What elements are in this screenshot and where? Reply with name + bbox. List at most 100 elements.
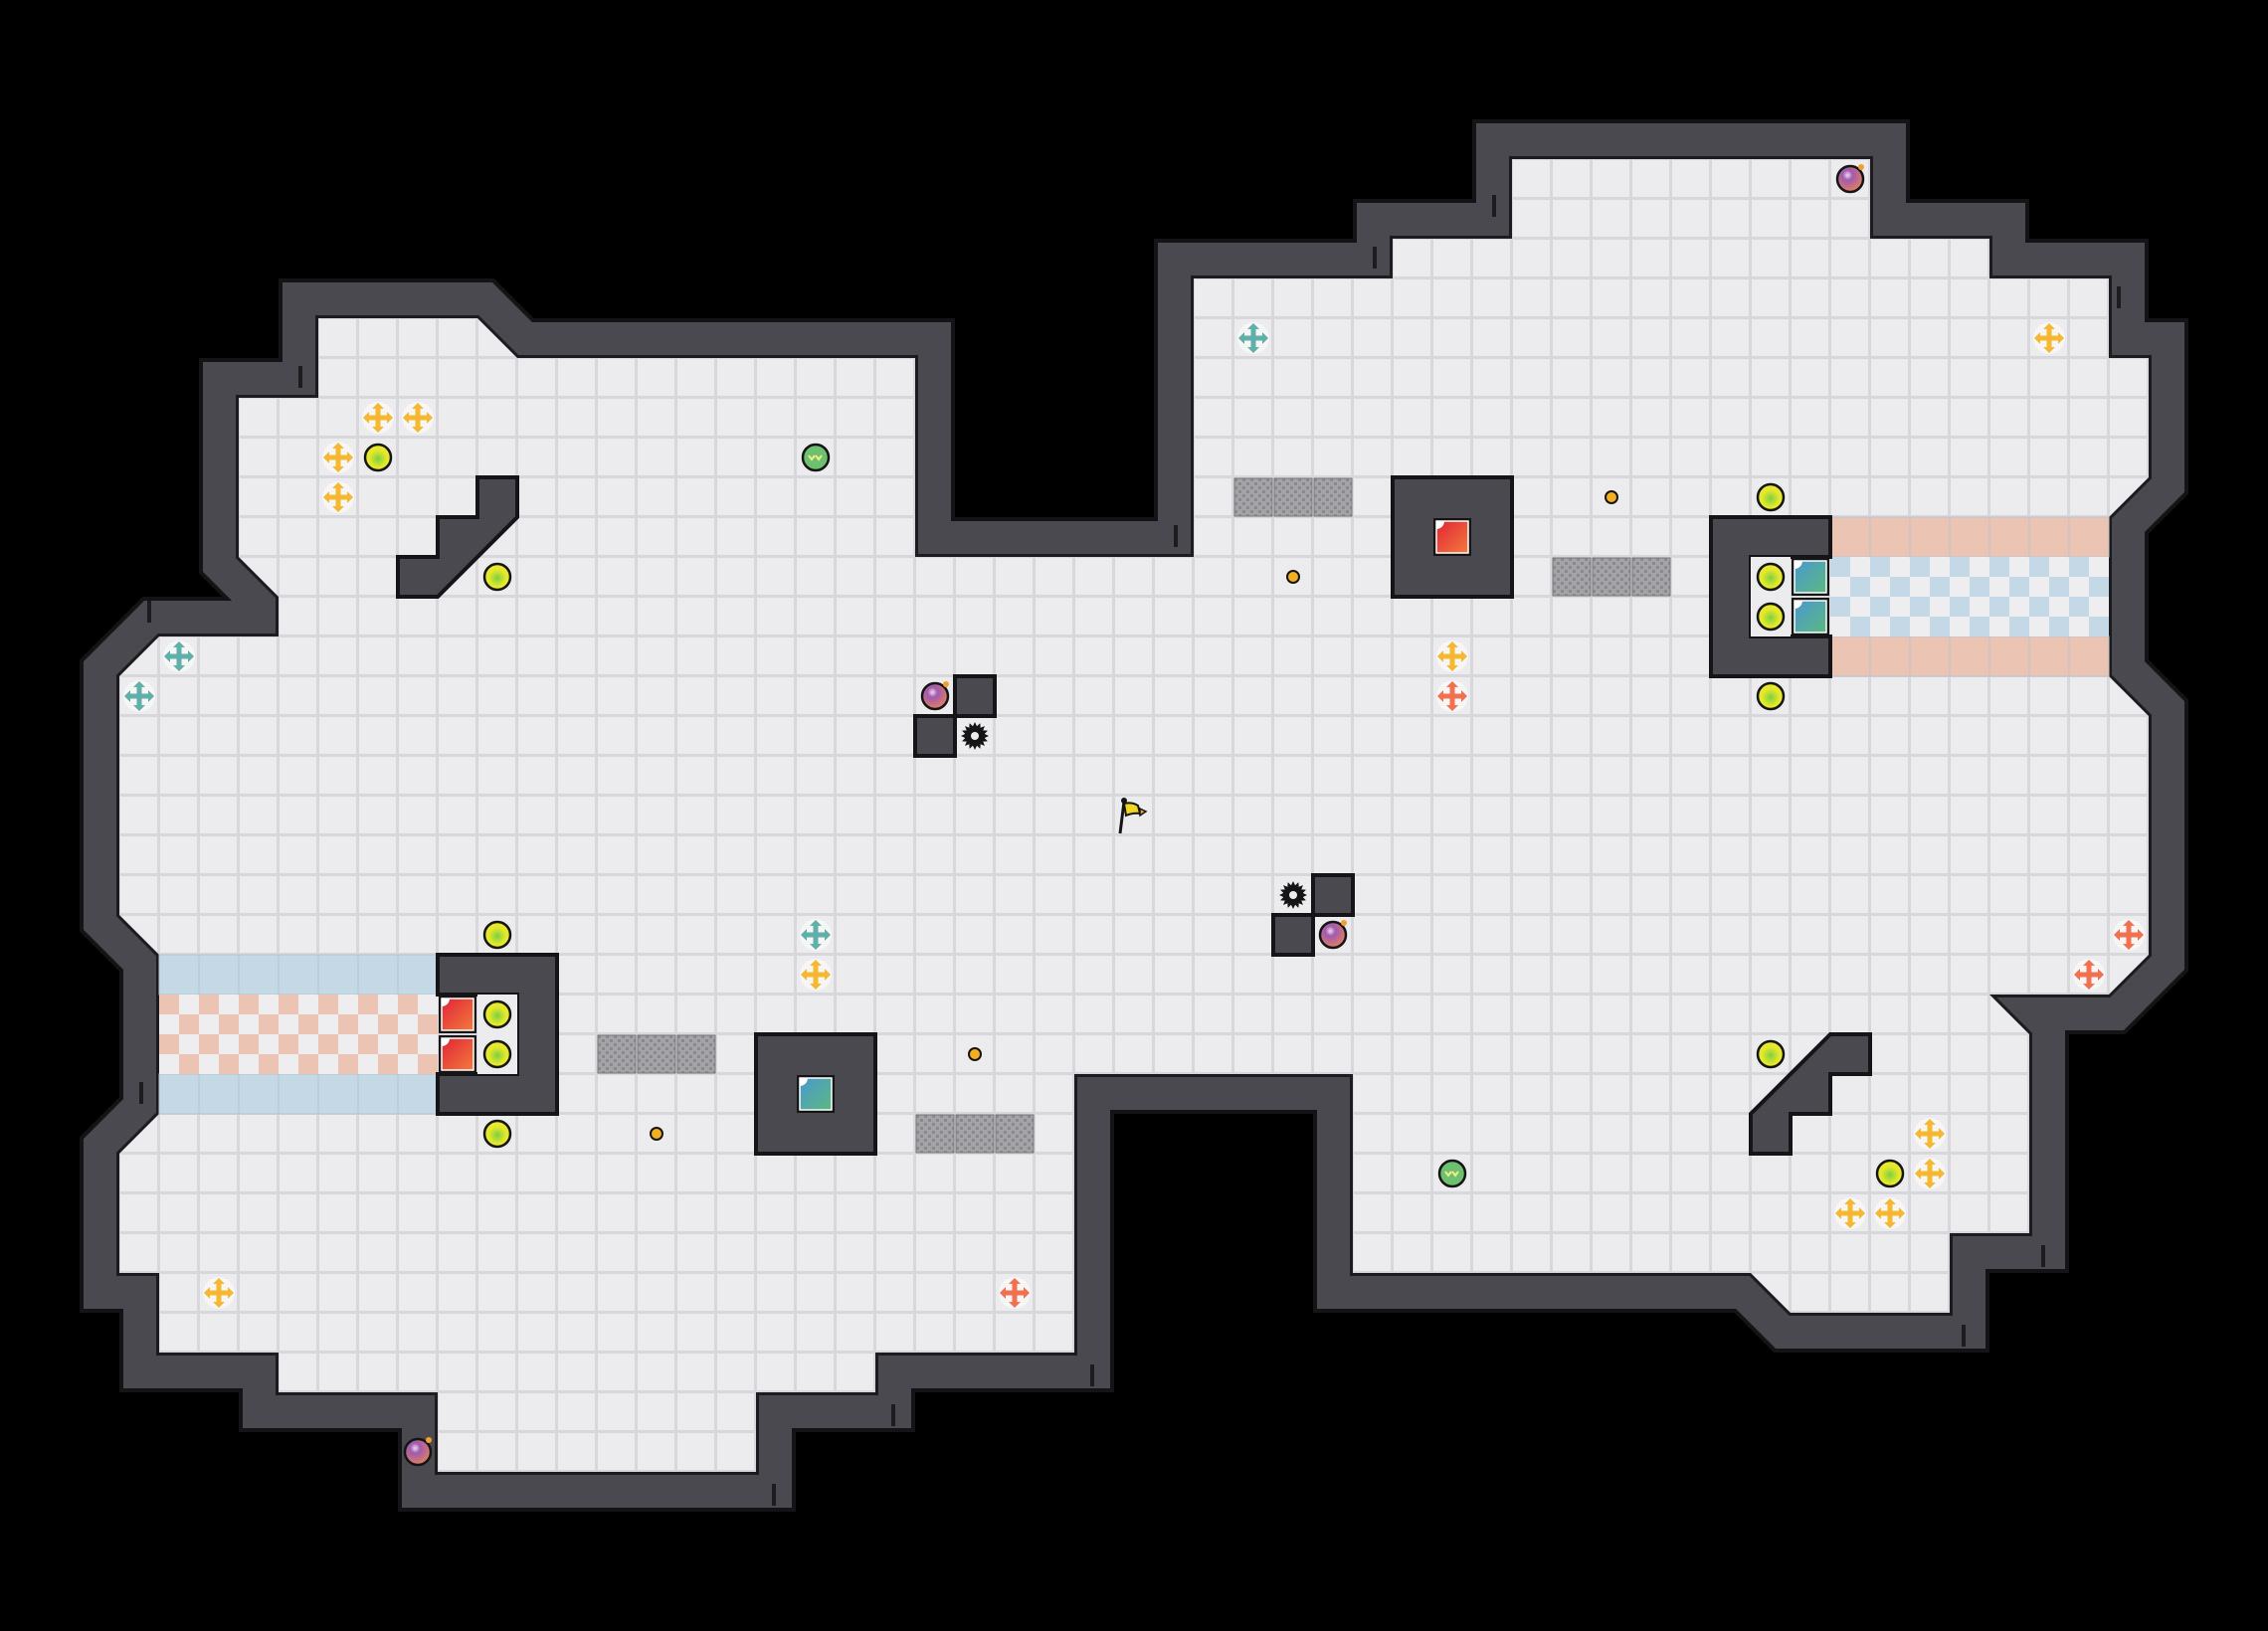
teal-block [1792, 558, 1829, 596]
grate-tile [676, 1034, 716, 1074]
four-way-arrow-icon [402, 402, 434, 434]
checker-tile [1890, 597, 1910, 617]
lime-coin-icon [482, 1039, 512, 1069]
gold-dot-icon [968, 1047, 982, 1061]
corridor-tile [1829, 635, 1871, 677]
four-way-arrow-icon [2073, 959, 2105, 991]
checker-tile [2089, 577, 2109, 597]
four-way-arrow-icon [999, 1277, 1031, 1309]
bomb-icon [1318, 920, 1348, 950]
bomb-icon [920, 681, 950, 711]
four-way-arrow-icon [322, 442, 354, 473]
checker-tile [2029, 617, 2049, 636]
checker-tile [1970, 557, 1989, 577]
red-block [439, 996, 476, 1033]
checker-tile [298, 1014, 318, 1034]
checker-tile [2009, 597, 2029, 617]
checker-tile [1850, 577, 1870, 597]
corridor-tile [1988, 635, 2030, 677]
floor-tiles [119, 159, 2149, 1472]
checker-tile [1970, 577, 1989, 597]
checker-tile [219, 995, 239, 1014]
checker-tile [159, 995, 179, 1014]
checker-tile [338, 1054, 358, 1074]
wall-block [1271, 913, 1315, 957]
checker-tile [179, 1014, 199, 1034]
checker-tile [239, 1014, 259, 1034]
grate-tile [1552, 557, 1592, 597]
checker-tile [1870, 557, 1890, 577]
checker-tile [1870, 617, 1890, 636]
wall-notch [298, 366, 302, 388]
checker-tile [279, 1054, 298, 1074]
checker-tile [1850, 617, 1870, 636]
checker-tile [2069, 557, 2089, 577]
checker-tile [378, 1034, 398, 1054]
checker-tile [2049, 577, 2069, 597]
checker-tile [219, 1014, 239, 1034]
checker-tile [2069, 617, 2089, 636]
checker-tile [418, 1014, 438, 1034]
corridor-tile [2028, 635, 2070, 677]
checker-tile [2029, 557, 2049, 577]
corridor-tile [198, 954, 240, 996]
checker-tile [159, 1034, 179, 1054]
checker-tile [398, 1034, 418, 1054]
checker-tile [358, 1054, 378, 1074]
checker-tile [199, 1054, 219, 1074]
checker-tile [378, 1054, 398, 1074]
diagonal-wall [1749, 1032, 1872, 1156]
corridor-tile [1829, 516, 1871, 558]
four-way-arrow-icon [1834, 1197, 1866, 1229]
wall-box-open [436, 953, 559, 1116]
gold-dot-icon [1605, 490, 1618, 504]
items [123, 164, 2145, 1467]
corridor-tile [238, 954, 280, 996]
wall-notch [1962, 1325, 1966, 1347]
checker-tile [199, 995, 219, 1014]
grate-tile [955, 1114, 995, 1154]
checker-tile [358, 995, 378, 1014]
corridor-tile [278, 954, 319, 996]
checker-tile [318, 1014, 338, 1034]
corridor-tile [397, 1073, 439, 1115]
lime-coin-icon [1875, 1159, 1905, 1188]
checker-tile [1930, 557, 1950, 577]
checker-tile [338, 1034, 358, 1054]
obstacles [396, 475, 1872, 1156]
checker-tile [298, 1034, 318, 1054]
wall-notch [139, 1082, 143, 1104]
checker-tile [318, 995, 338, 1014]
checker-tile [418, 995, 438, 1014]
wall-notch [772, 1484, 776, 1506]
lime-coin-icon [482, 999, 512, 1029]
checker-tile [1970, 597, 1989, 617]
grate-tile [1592, 557, 1631, 597]
checker-tile [1930, 577, 1950, 597]
checker-tile [239, 1034, 259, 1054]
gear-spike-icon [961, 722, 989, 750]
corridor-tile [158, 1073, 200, 1115]
gold-dot-icon [1286, 570, 1300, 584]
checker-tile [1910, 577, 1930, 597]
checker-tile [2089, 597, 2109, 617]
corridor-tile [1949, 635, 1990, 677]
corridor-tile [1909, 635, 1951, 677]
wall-notch [1373, 247, 1377, 269]
four-way-arrow-icon [362, 402, 394, 434]
checker-tile [1870, 597, 1890, 617]
checker-tile [199, 1034, 219, 1054]
checker-tile [159, 1054, 179, 1074]
corridor-tile [198, 1073, 240, 1115]
corridor-tile [238, 1073, 280, 1115]
checker-tile [2049, 597, 2069, 617]
checker-tile [179, 995, 199, 1014]
teal-block [1792, 598, 1829, 635]
checker-tile [259, 1014, 279, 1034]
red-block [1433, 518, 1471, 556]
checker-tile [1910, 597, 1930, 617]
bomb-icon [1835, 164, 1865, 194]
checker-tile [1989, 557, 2009, 577]
corridor-tile [357, 954, 399, 996]
checker-tile [259, 1054, 279, 1074]
